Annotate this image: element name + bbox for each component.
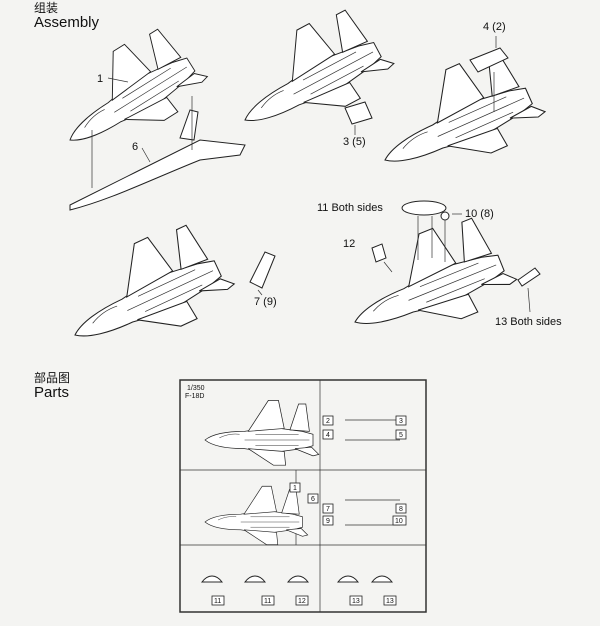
callout-7: 7 (9) [254,296,277,308]
callout-6: 6 [132,141,138,153]
svg-text:12: 12 [298,598,306,605]
sprue-number-12: 12 [295,595,309,606]
part-7-vertical-fin [249,251,276,289]
part-11-canopy [401,200,447,216]
svg-text:8: 8 [399,506,403,513]
sprue-number-2: 2 [322,415,334,426]
svg-text:13: 13 [352,598,360,605]
assembly-title-en: Assembly [34,13,100,31]
svg-text:9: 9 [326,518,330,525]
assembly-step-5: 11 Both sides 10 (8) 12 13 Both sides [317,200,562,357]
svg-text:2: 2 [326,418,330,425]
svg-text:11: 11 [214,598,221,605]
sprue-number-10: 10 [392,515,407,526]
callout-13: 13 Both sides [495,316,562,328]
svg-text:6: 6 [311,496,315,503]
assembly-step-2: 3 (5) [218,0,402,152]
assembly-step-1: 1 6 [41,15,246,211]
sprue-number-13b: 13 [383,595,397,606]
part-10-seat [440,211,450,221]
svg-text:4: 4 [326,432,330,439]
sprue-number-5: 5 [395,429,407,440]
sprue-scale: 1/350 [187,385,205,392]
assembly-step-3: 4 (2) [360,21,553,195]
svg-text:10: 10 [395,518,403,525]
svg-text:11: 11 [264,598,271,605]
assembly-heading: 组装 Assembly [34,2,99,30]
sprue-number-11a: 11 [211,595,225,606]
sprue-frame [179,379,427,613]
sprue-model: F-18D [185,393,204,400]
sprue-number-1: 1 [289,482,301,493]
svg-text:13: 13 [386,598,394,605]
sprue-number-3: 3 [395,415,407,426]
sprue-number-9: 9 [322,515,334,526]
svg-text:5: 5 [399,432,403,439]
part-3-drop-tank [344,101,373,125]
part-6-fuselage-bottom [69,139,246,211]
assembly-step-4: 7 (9) [50,212,277,369]
sprue-number-11b: 11 [261,595,275,606]
callout-10: 10 (8) [465,208,494,220]
parts-title-cn: 部品图 [34,371,71,385]
sprue-number-7: 7 [322,503,334,514]
callout-4: 4 (2) [483,21,506,33]
parts-title-en: Parts [34,383,70,401]
sprue-number-8: 8 [395,503,407,514]
sprue-number-4: 4 [322,429,334,440]
assembly-title-cn: 组装 [34,1,59,15]
svg-text:3: 3 [399,418,403,425]
callout-11: 11 Both sides [317,202,383,214]
part-12-pylon [371,243,387,263]
part-4-tail-assembly [469,47,509,73]
part-13-missile [517,267,541,287]
sprue-number-13a: 13 [349,595,363,606]
callout-12: 12 [343,238,355,250]
parts-sprue: 1/350 F-18D 1 2 3 4 5 6 7 8 9 10 11 11 1… [179,379,427,613]
sprue-number-6: 6 [307,493,319,504]
callout-1: 1 [97,73,103,85]
svg-text:7: 7 [326,506,330,513]
callout-3: 3 (5) [343,136,366,148]
parts-heading: 部品图 Parts [34,372,70,400]
svg-text:1: 1 [293,485,297,492]
